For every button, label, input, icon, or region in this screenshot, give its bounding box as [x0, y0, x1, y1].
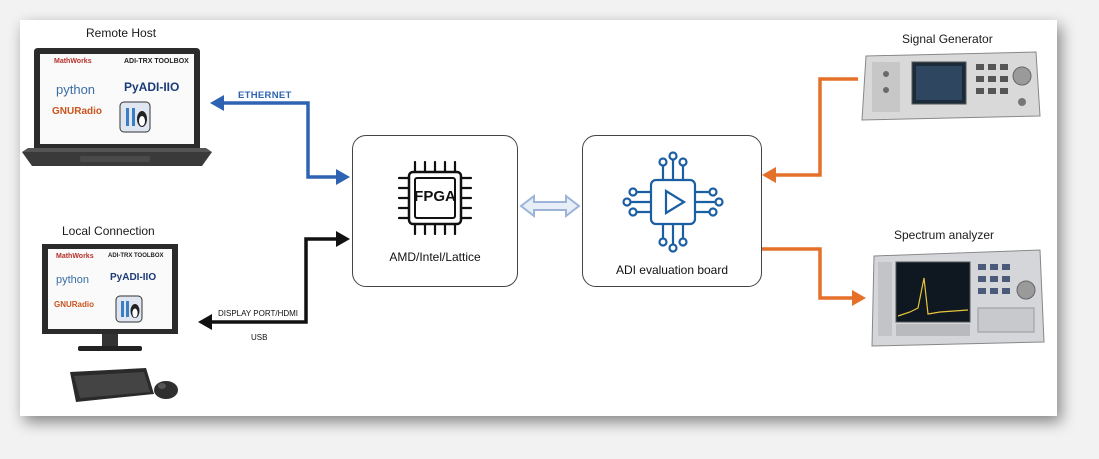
ethernet-arrow	[210, 95, 350, 185]
fpga-chip-icon	[397, 160, 473, 236]
spectrum-analyzer-title: Spectrum analyzer	[894, 228, 995, 242]
gnuradio-logo: GNURadio	[52, 106, 102, 117]
local-connection-title: Local Connection	[62, 224, 155, 238]
fpga-box-label: AMD/Intel/Lattice	[389, 250, 481, 264]
python-logo: python	[56, 274, 90, 286]
display-usb-arrow	[198, 231, 350, 330]
laptop-icon	[22, 48, 212, 166]
iio-penguin-icon	[119, 101, 151, 133]
amplifier-circuit-icon	[622, 151, 724, 253]
desktop-image: MathWorks ADI-TRX TOOLBOX python PyADI-I…	[42, 244, 202, 412]
adi-trx-logo: ADI-TRX TOOLBOX	[108, 253, 164, 259]
ethernet-label: ETHERNET	[238, 90, 292, 101]
pyadi-iio-logo: PyADI-IIO	[124, 80, 180, 94]
gnuradio-logo: GNURadio	[54, 300, 94, 309]
spectrum-analyzer-icon	[871, 249, 1045, 347]
signal-generator-icon	[861, 51, 1041, 121]
python-logo: python	[56, 82, 96, 97]
adi-box-label: ADI evaluation board	[615, 263, 729, 277]
fpga-chip-text: FPGA	[414, 188, 456, 205]
fpga-box: FPGA AMD/Intel/Lattice	[352, 135, 518, 287]
adi-board-box: ADI evaluation board	[582, 135, 762, 287]
mathworks-logo: MathWorks	[54, 58, 92, 65]
spectrum-analyzer-arrow	[762, 247, 866, 306]
diagram-canvas: Remote Host Local Connection Signal Gene…	[20, 20, 1057, 416]
signal-generator-title: Signal Generator	[902, 32, 993, 46]
remote-host-title: Remote Host	[86, 26, 157, 40]
pyadi-iio-logo: PyADI-IIO	[110, 272, 157, 283]
mathworks-logo: MathWorks	[56, 253, 94, 260]
usb-label: USB	[251, 333, 268, 342]
fpga-adi-bidir-arrow	[519, 193, 581, 219]
signal-generator-arrow	[762, 77, 858, 183]
monitor-icon	[42, 244, 178, 351]
connection-arrows	[198, 77, 866, 330]
iio-penguin-icon	[115, 295, 143, 323]
laptop-image: MathWorks ADI-TRX TOOLBOX python PyADI-I…	[20, 44, 212, 166]
adi-trx-logo: ADI-TRX TOOLBOX	[124, 58, 189, 65]
keyboard-mouse-icon	[70, 368, 178, 402]
display-port-label: DISPLAY PORT/HDMI	[218, 309, 299, 318]
